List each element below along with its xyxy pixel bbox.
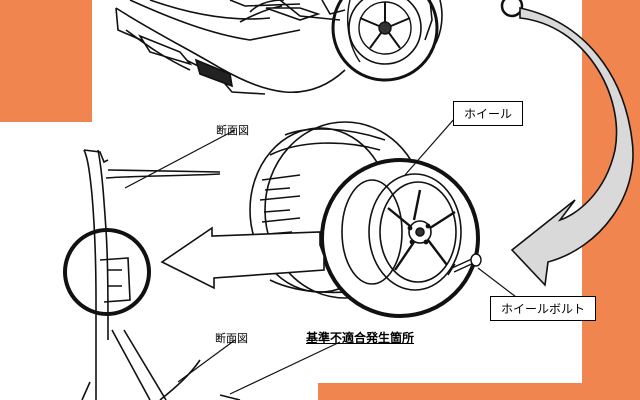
wheel-highlight-circle [320,158,480,318]
wheel-bolt-drawing [447,253,482,276]
cross-section-label-top: 断面図 [216,124,249,137]
car-front-drawing [115,0,443,95]
wheel-label: ホイール [453,101,524,126]
curved-arrow [510,7,634,287]
small-marker-circle [500,0,524,18]
defect-location-label: 基準不適合発生箇所 [306,331,415,345]
left-arrow [160,226,325,290]
alloy-wheel-drawing [341,173,462,291]
orange-block-bottom-right [318,383,640,400]
wheel-bolt-label: ホイールボルト [490,296,597,321]
bottom-section-drawing [81,329,241,400]
cross-section-label-bottom: 断面図 [215,332,248,345]
car-wheel-highlight [331,0,439,82]
cross-section-highlight-circle [63,228,151,316]
orange-block-top-left [0,0,92,122]
